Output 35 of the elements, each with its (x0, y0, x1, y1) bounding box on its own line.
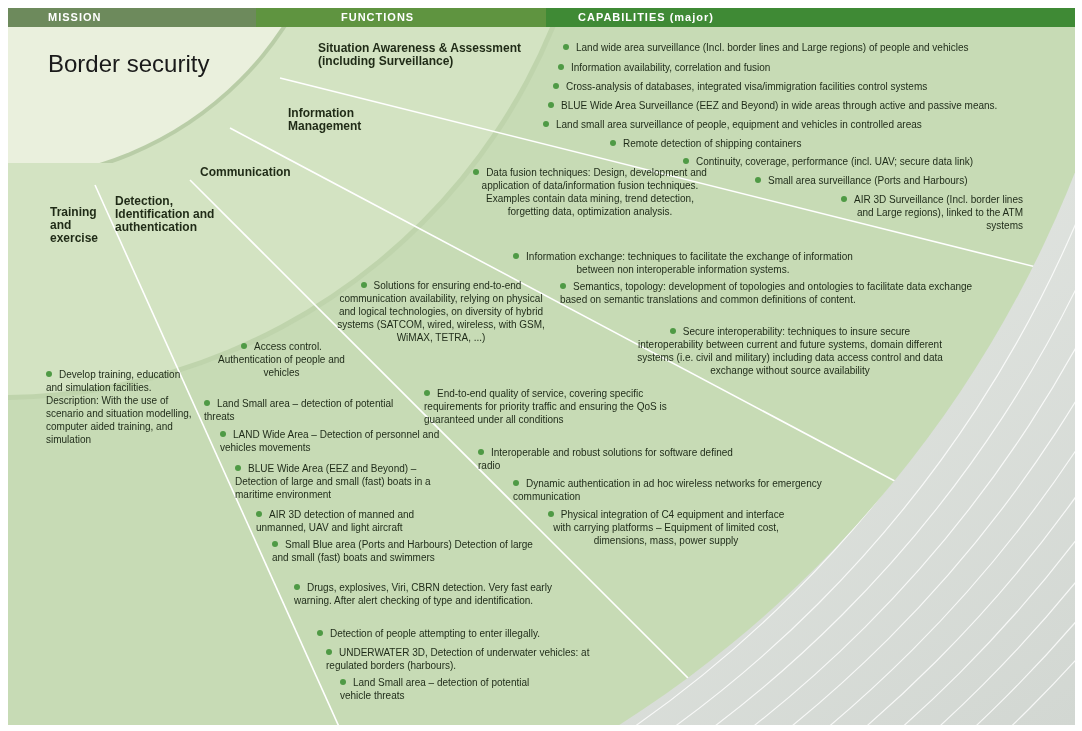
capability-bullet: Information exchange: techniques to facilitate the exchange of information between non interoperable information systems. (498, 250, 868, 276)
capability-bullet: Small Blue area (Ports and Harbours) Detection of large and small (fast) boats and swimmers (272, 538, 544, 564)
capability-bullet: End-to-end quality of service, covering specific requirements for priority traffic and ensuring the QoS is guaranteed under all conditions (424, 387, 686, 426)
capability-bullet: Physical integration of C4 equipment and interface with carrying platforms – Equipment of limited cost, dimensions, mass, power supply (546, 508, 786, 547)
capability-bullet: Semantics, topology: development of topologies and ontologies to facilitate data exchange based on semantic translations and common definitions of content. (560, 280, 1000, 306)
header-band: FUNCTIONS (256, 8, 546, 27)
capability-bullet: AIR 3D detection of manned and unmanned, UAV and light aircraft (256, 508, 451, 534)
capability-bullet: AIR 3D Surveillance (Incl. border lines and Large regions), linked to the ATM systems (828, 193, 1023, 232)
capability-bullet: Information availability, correlation and fusion (558, 61, 771, 74)
capability-bullet: LAND Wide Area – Detection of personnel and vehicles movements (220, 428, 442, 454)
capability-bullet: Interoperable and robust solutions for software defined radio (478, 446, 740, 472)
function-label: Information Management (288, 107, 363, 133)
function-label: Training and exercise (50, 206, 100, 245)
capability-bullet: Secure interoperability: techniques to insure secure interoperability between current and future systems, domain different systems (i.e. civil and military) including data access control and data exchange without source availability (636, 325, 944, 377)
capability-bullet: Drugs, explosives, Viri, CBRN detection. Very fast early warning. After alert checking of type and identification. (294, 581, 566, 607)
function-label: Situation Awareness & Assessment (including Surveillance) (318, 42, 522, 68)
function-label: Communication (200, 166, 291, 179)
capability-bullet: Dynamic authentication in ad hoc wireless networks for emergency communication (513, 477, 835, 503)
header-band: CAPABILITIES (major) (546, 8, 1075, 27)
capability-bullet: Land small area surveillance of people, equipment and vehicles in controlled areas (543, 118, 922, 131)
capability-bullet: Land Small area – detection of potential threats (204, 397, 399, 423)
capability-bullet: BLUE Wide Area (EEZ and Beyond) – Detection of large and small (fast) boats in a maritime environment (235, 462, 440, 501)
mission-title: Border security (48, 50, 210, 78)
capability-bullet: Land wide area surveillance (Incl. border lines and Large regions) of people and vehicles (563, 41, 969, 54)
capability-bullet: Develop training, education and simulation facilities. Description: With the use of scenario and situation modelling, computer aided training, and simulation (46, 368, 196, 446)
capability-bullet: Detection of people attempting to enter illegally. (317, 627, 540, 640)
capability-bullet: Data fusion techniques: Design, development and application of data/information fusion techniques. Examples contain data mining, trend detection, forgetting data, optimization analysis. (470, 166, 710, 218)
capability-bullet: BLUE Wide Area Surveillance (EEZ and Beyond) in wide areas through active and passive means. (548, 99, 998, 112)
capability-bullet: Cross-analysis of databases, integrated visa/immigration facilities control systems (553, 80, 928, 93)
capability-bullet: Small area surveillance (Ports and Harbours) (755, 174, 968, 187)
function-label: Detection, Identification and authentication (115, 195, 216, 234)
capability-bullet: Continuity, coverage, performance (incl. UAV; secure data link) (683, 155, 974, 168)
capability-bullet: Remote detection of shipping containers (610, 137, 802, 150)
capability-bullet: Land Small area – detection of potential vehicle threats (340, 676, 530, 702)
capability-bullet: UNDERWATER 3D, Detection of underwater vehicles: at regulated borders (harbours). (326, 646, 631, 672)
